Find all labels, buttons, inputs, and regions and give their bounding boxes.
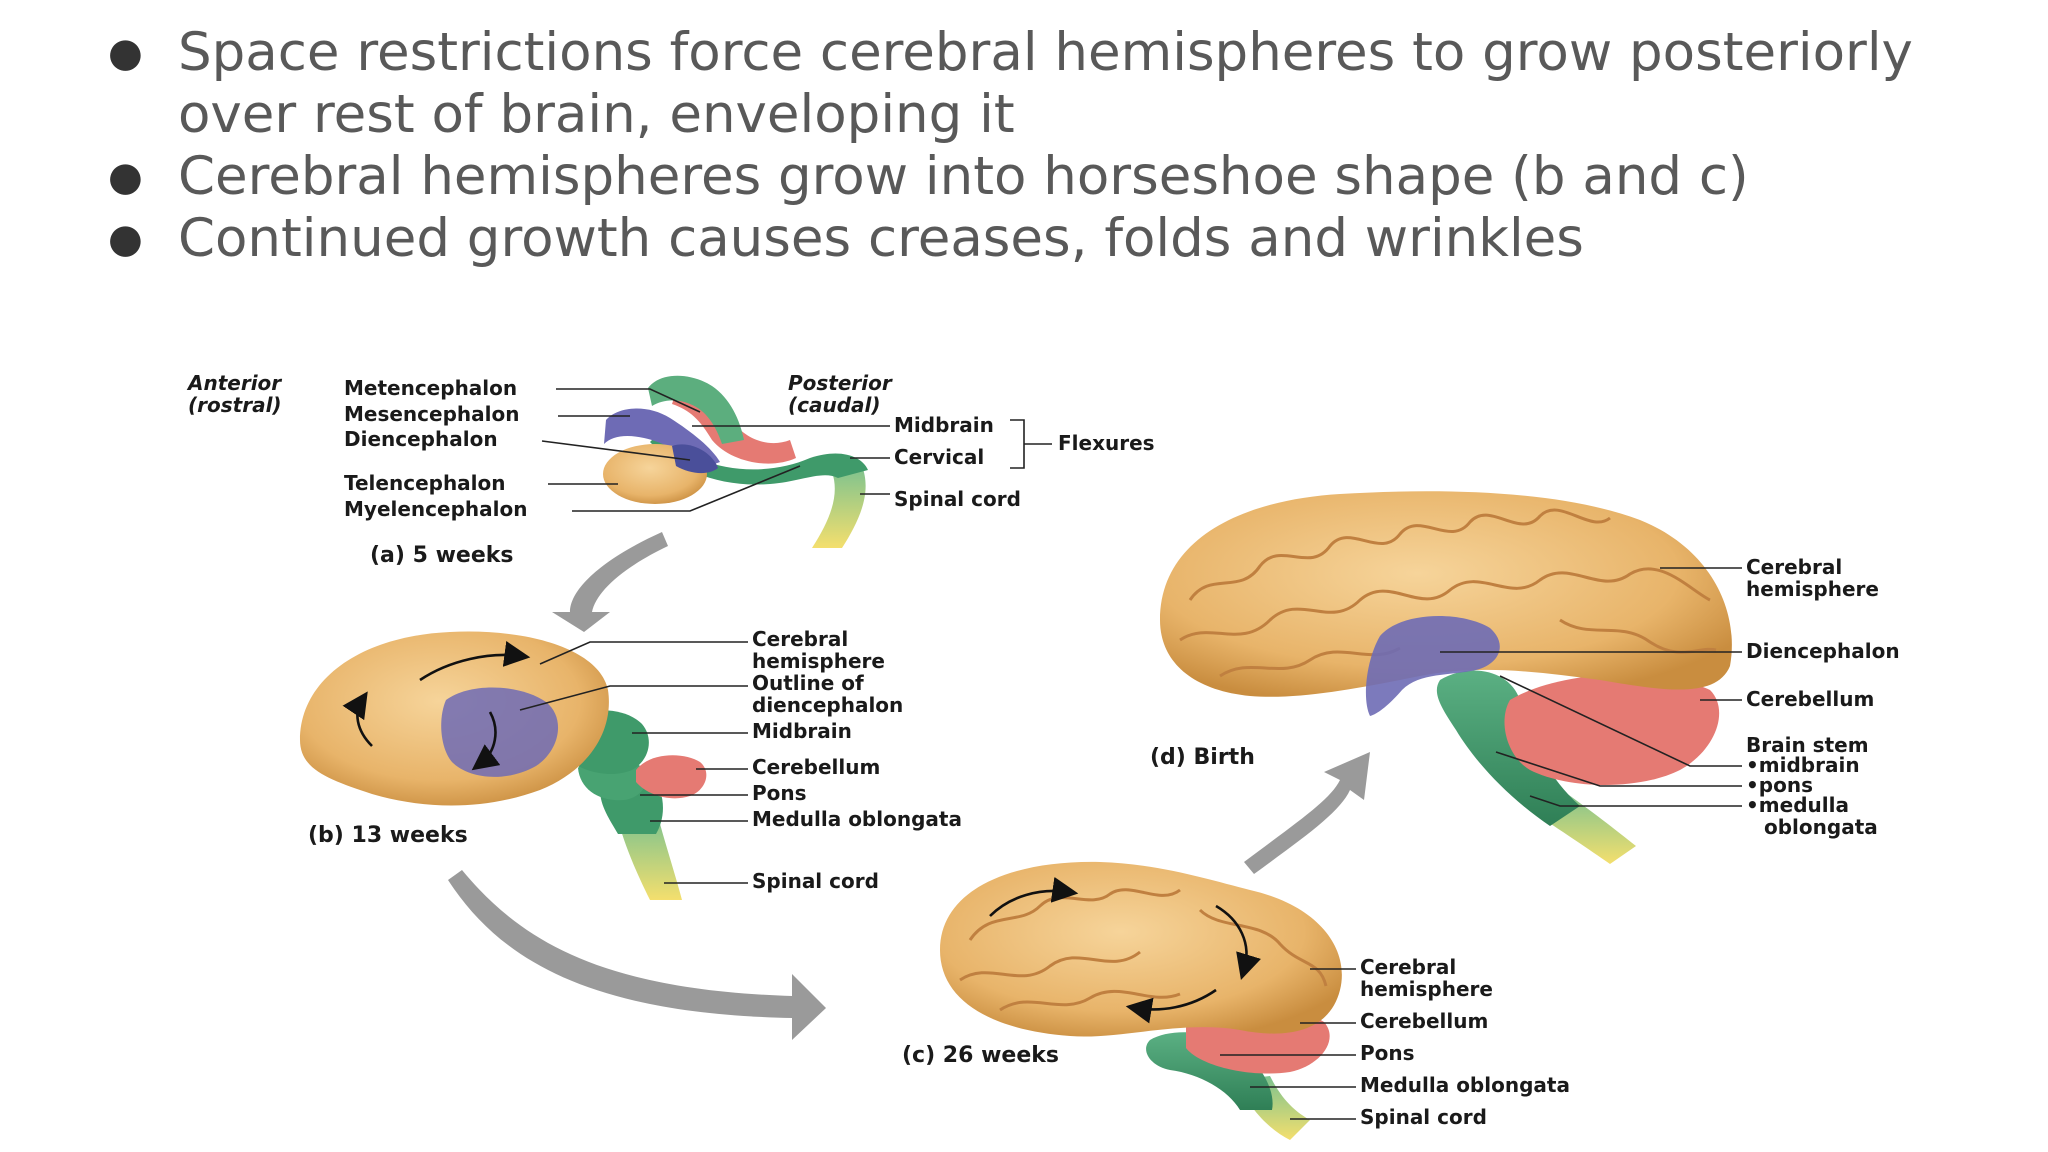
brainstem-shape	[1436, 670, 1580, 826]
bullet-text: Continued growth causes creases, folds a…	[178, 208, 1584, 269]
stage-d-brain	[1160, 491, 1732, 864]
bullet-text: Cerebral hemispheres grow into horseshoe…	[178, 146, 1749, 207]
medulla-label-c: Medulla oblongata	[1360, 1073, 1570, 1097]
diencephalon-label: Diencephalon	[344, 427, 498, 451]
diencephalon-outline-shape	[441, 687, 559, 777]
svg-text:Anterior: Anterior	[186, 371, 282, 395]
cerebral-label-c: Cerebral	[1360, 955, 1456, 979]
outline-of-label-b: Outline of	[752, 671, 864, 695]
spinal-cord-shape	[812, 466, 866, 548]
mesencephalon-label: Mesencephalon	[344, 402, 519, 426]
caudal-label: (caudal)	[788, 393, 881, 417]
transition-arrow-b-c	[448, 870, 826, 1040]
cerebral-label-d: Cerebral	[1746, 555, 1842, 579]
bullet-item: ● Space restrictions force cerebral hemis…	[100, 22, 2020, 146]
hemisphere-label-b: hemisphere	[752, 649, 885, 673]
diencephalon-label-b: diencephalon	[752, 693, 903, 717]
cerebellum-label-b: Cerebellum	[752, 755, 880, 779]
pons-label-c: Pons	[1360, 1041, 1415, 1065]
midbrain-label-d: •midbrain	[1746, 753, 1860, 777]
medulla-label-d: •medulla	[1746, 793, 1849, 817]
brain-stem-label-d: Brain stem	[1746, 733, 1869, 757]
svg-text:Posterior: Posterior	[788, 371, 893, 395]
cerebellum-label-d: Cerebellum	[1746, 687, 1874, 711]
pons-label-b: Pons	[752, 781, 807, 805]
cerebellum-label-c: Cerebellum	[1360, 1009, 1488, 1033]
caption-c: (c) 26 weeks	[902, 1043, 1059, 1068]
hemisphere-label-c: hemisphere	[1360, 977, 1493, 1001]
metencephalon-label: Metencephalon	[344, 376, 517, 400]
stage-b-brain	[300, 631, 707, 900]
medulla-label-b: Medulla oblongata	[752, 807, 962, 831]
caption-b: (b) 13 weeks	[308, 823, 468, 848]
midbrain-flexure-label: Midbrain	[894, 413, 994, 437]
cervical-flexure-label: Cervical	[894, 445, 984, 469]
midbrain-label-b: Midbrain	[752, 719, 852, 743]
flexures-label: Flexures	[1058, 431, 1155, 455]
bullet-dot-icon: ●	[108, 154, 143, 200]
anterior-label: Anterior	[186, 371, 282, 395]
transition-arrow-a-b	[552, 532, 668, 632]
cerebral-label-b: Cerebral	[752, 627, 848, 651]
spinal-cord-label-b: Spinal cord	[752, 869, 879, 893]
caption-d: (d) Birth	[1150, 745, 1255, 770]
diencephalon-shape	[1365, 616, 1500, 716]
diencephalon-label-d: Diencephalon	[1746, 639, 1900, 663]
pons-label-d: •pons	[1746, 773, 1813, 797]
cerebellum-shape	[636, 755, 707, 799]
rostral-label: (rostral)	[188, 393, 282, 417]
diencephalon-shape	[672, 444, 718, 474]
bullet-item: ● Continued growth causes creases, folds …	[100, 208, 2020, 270]
transition-arrow-c-d	[1244, 752, 1370, 874]
myelencephalon-label: Myelencephalon	[344, 497, 527, 521]
caption-a: (a) 5 weeks	[370, 543, 513, 568]
spinal-cord-shape	[618, 816, 682, 900]
spinal-cord-label-a: Spinal cord	[894, 487, 1021, 511]
bullet-item: ● Cerebral hemispheres grow into horsesho…	[100, 146, 2020, 208]
telencephalon-label: Telencephalon	[344, 471, 506, 495]
bullet-dot-icon: ●	[108, 30, 143, 76]
bullet-text: Space restrictions force cerebral hemisp…	[178, 22, 1913, 145]
hemisphere-label-d: hemisphere	[1746, 577, 1879, 601]
gyri-pattern	[1179, 508, 1717, 678]
posterior-label: Posterior	[788, 371, 893, 395]
bullet-list: ● Space restrictions force cerebral hemis…	[100, 22, 2020, 270]
stage-c-brain	[940, 861, 1342, 1140]
metencephalon-shape	[648, 375, 744, 444]
oblongata-label-d: oblongata	[1764, 815, 1878, 839]
svg-text:(rostral): (rostral)	[188, 393, 282, 417]
spinal-cord-label-c: Spinal cord	[1360, 1105, 1487, 1129]
svg-text:(caudal): (caudal)	[788, 393, 881, 417]
bullet-dot-icon: ●	[108, 216, 143, 262]
